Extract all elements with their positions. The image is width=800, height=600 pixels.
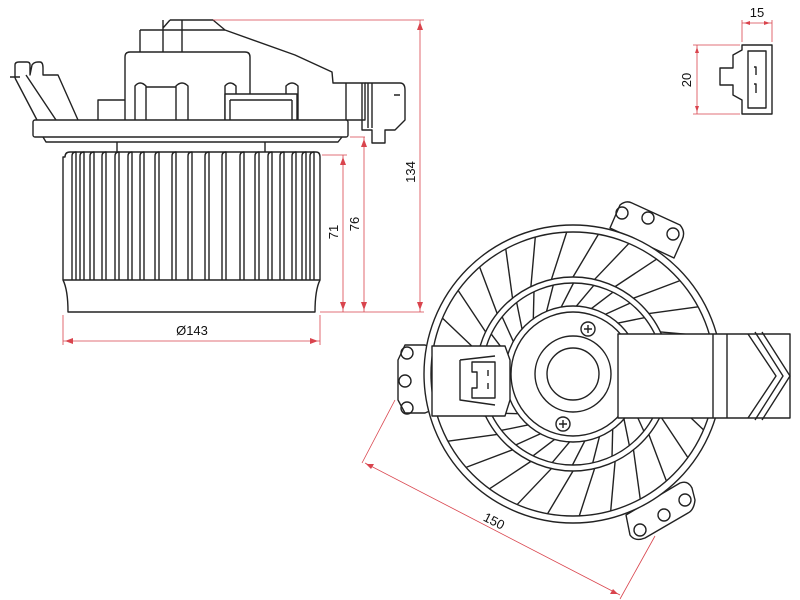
- dim-total-height: 134: [403, 161, 418, 183]
- fan-blade: [530, 237, 536, 287]
- fan-fin: [171, 151, 177, 280]
- fan-blade: [478, 266, 498, 314]
- fan-blade: [592, 436, 601, 464]
- fan-blade: [550, 231, 568, 280]
- fan-blade: [546, 470, 574, 515]
- fan-blade: [532, 438, 555, 457]
- fan-fin: [139, 151, 145, 280]
- fan-blade: [614, 258, 657, 288]
- fan-fin: [267, 151, 273, 280]
- fan-blade: [617, 316, 645, 324]
- fan-fin: [101, 151, 107, 280]
- fan-blade: [551, 441, 571, 464]
- fan-fin: [187, 151, 193, 280]
- fan-blade: [611, 429, 614, 457]
- fan-blade: [648, 434, 668, 482]
- fan-fin: [79, 151, 85, 280]
- fan-blade: [501, 424, 529, 432]
- fan-blade: [572, 233, 600, 278]
- fan-fin: [291, 151, 297, 280]
- front-view: [397, 201, 791, 541]
- fan-fin: [239, 151, 245, 280]
- fan-blade: [571, 440, 586, 466]
- fan-blade: [516, 468, 552, 506]
- fan-fins: [71, 151, 315, 280]
- fan-blade: [515, 302, 523, 330]
- connector-detail: 15 20: [679, 5, 773, 115]
- fan-blade: [545, 284, 554, 312]
- fan-blade: [633, 279, 681, 299]
- dim-body-height: 76: [347, 217, 362, 231]
- fan-blade: [465, 449, 513, 469]
- fan-blade: [532, 291, 535, 319]
- fan-fin: [221, 151, 227, 280]
- fan-fin: [127, 151, 133, 280]
- fan-fin: [154, 151, 160, 280]
- side-view: [10, 19, 406, 313]
- fan-blade: [594, 242, 630, 280]
- side-view-dimensions: 134 76 71 Ø143: [62, 19, 424, 345]
- dim-mount-span: 150: [481, 509, 507, 532]
- fan-fin: [279, 151, 285, 280]
- dim-connector-height: 20: [679, 73, 694, 87]
- fan-fin: [71, 151, 77, 280]
- fan-blade: [648, 306, 699, 315]
- fan-blade: [505, 248, 514, 299]
- dim-fan-height: 71: [326, 225, 341, 239]
- fan-blade: [489, 460, 532, 490]
- fan-fin: [114, 151, 120, 280]
- fan-blade: [632, 449, 641, 500]
- fan-fin: [309, 151, 315, 280]
- fan-blade: [659, 415, 689, 458]
- fan-blade: [457, 290, 487, 333]
- fan-blade: [591, 291, 614, 310]
- dim-connector-width: 15: [750, 5, 764, 20]
- fan-fin: [89, 151, 95, 280]
- fan-blade: [560, 282, 575, 308]
- fan-fin: [301, 151, 307, 280]
- dim-fan-diameter: Ø143: [176, 323, 208, 338]
- fan-blade: [605, 302, 631, 315]
- front-view-dimensions: 150: [361, 399, 656, 600]
- fan-blade: [610, 461, 616, 511]
- fan-fin: [254, 151, 260, 280]
- fan-blade: [578, 468, 596, 517]
- fan-fin: [204, 151, 210, 280]
- fan-blade: [623, 418, 631, 446]
- fan-blade: [515, 433, 541, 446]
- fan-blade: [575, 284, 595, 307]
- fan-blade: [447, 433, 498, 442]
- fan-blade: [501, 316, 514, 342]
